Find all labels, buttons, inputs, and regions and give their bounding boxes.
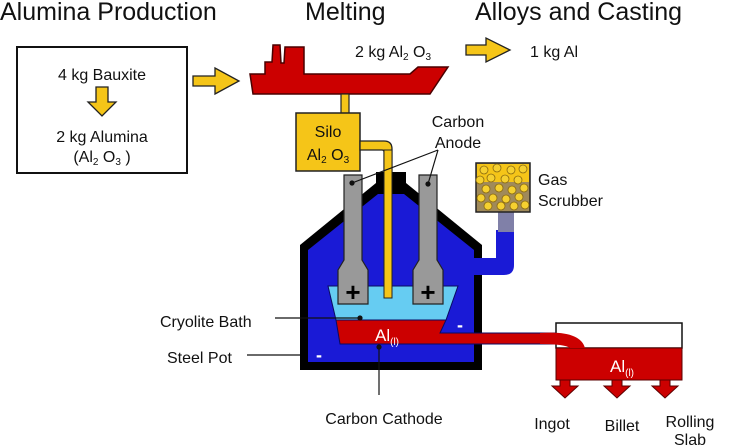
scrubber-bubble bbox=[507, 185, 517, 195]
ship-cargo-label: 2 kg Al2 O3 bbox=[355, 44, 431, 63]
silo-formula: Al2 O3 bbox=[307, 147, 350, 166]
scrubber-bubble bbox=[481, 184, 491, 194]
gas-scrubber bbox=[475, 162, 531, 213]
output-ingot: Ingot bbox=[534, 416, 570, 433]
alumina-label: 2 kg Alumina bbox=[56, 129, 148, 146]
right-arrow-icon bbox=[465, 36, 512, 64]
gas-scrubber-label-2: Scrubber bbox=[538, 193, 604, 210]
scrubber-bubble bbox=[476, 193, 486, 203]
output-rolling-slab: Rolling bbox=[666, 414, 715, 431]
stage-title-alumina-production: Alumina Production bbox=[0, 0, 217, 26]
anode-leader-lines bbox=[349, 149, 439, 187]
scrubber-bubble bbox=[486, 173, 496, 183]
carbon-cathode-label: Carbon Cathode bbox=[325, 411, 443, 428]
scrubber-bubble bbox=[494, 183, 504, 193]
output-rolling-slab-2: Slab bbox=[674, 432, 706, 445]
scrubber-bubble bbox=[513, 175, 523, 185]
molten-al-label: Al(l) bbox=[375, 326, 399, 348]
anode-plus-sign: + bbox=[345, 277, 360, 307]
alumina-feed-tube bbox=[383, 149, 393, 299]
scrubber-bubble bbox=[519, 183, 529, 193]
stage-title-alloys-casting: Alloys and Casting bbox=[475, 0, 682, 26]
right-arrow-icon bbox=[192, 66, 241, 96]
scrubber-bubble bbox=[509, 201, 519, 211]
scrubber-bubble bbox=[492, 163, 502, 173]
scrubber-bubble bbox=[501, 194, 511, 204]
scrubber-bubble bbox=[500, 174, 510, 184]
cargo-ship bbox=[249, 44, 450, 95]
anode-plus-sign: + bbox=[420, 277, 435, 307]
alumina-formula: (Al2 O3 ) bbox=[73, 149, 130, 168]
scrubber-bubble bbox=[514, 192, 524, 202]
scrubber-bubble bbox=[483, 201, 493, 211]
scrubber-bubble bbox=[496, 201, 506, 211]
feed-pipe bbox=[340, 93, 350, 115]
cathode-minus-sign: - bbox=[316, 345, 322, 365]
leader-lines bbox=[247, 315, 382, 395]
silo-label: Silo bbox=[315, 124, 342, 141]
stage-title-melting: Melting bbox=[305, 0, 386, 26]
output-billet: Billet bbox=[605, 418, 640, 435]
scrubber-bubble bbox=[479, 165, 489, 175]
down-arrow-icon bbox=[86, 86, 118, 117]
gas-scrubber-label-1: Gas bbox=[538, 172, 567, 189]
cathode-minus-sign: - bbox=[457, 315, 463, 335]
gas-duct bbox=[474, 210, 514, 275]
product-label: 1 kg Al bbox=[530, 44, 578, 61]
cryolite-bath-label: Cryolite Bath bbox=[160, 314, 252, 331]
scrubber-bubble bbox=[488, 193, 498, 203]
casting-al-label: Al(l) bbox=[610, 357, 634, 379]
carbon-anode-label-2: Anode bbox=[435, 135, 481, 152]
scrubber-bubble bbox=[518, 164, 528, 174]
steel-pot-label: Steel Pot bbox=[167, 350, 232, 367]
alumina-production-box: 4 kg Bauxite 2 kg Alumina (Al2 O3 ) bbox=[16, 46, 188, 174]
casting-furnace bbox=[540, 322, 683, 399]
bauxite-label: 4 kg Bauxite bbox=[58, 67, 146, 84]
carbon-anode-left: + bbox=[337, 174, 369, 307]
scrubber-bubble bbox=[520, 200, 530, 210]
carbon-anode-label-1: Carbon bbox=[432, 114, 484, 131]
scrubber-bubble bbox=[475, 175, 485, 185]
carbon-anode-right: + bbox=[412, 174, 444, 307]
scrubber-bubble bbox=[506, 165, 516, 175]
